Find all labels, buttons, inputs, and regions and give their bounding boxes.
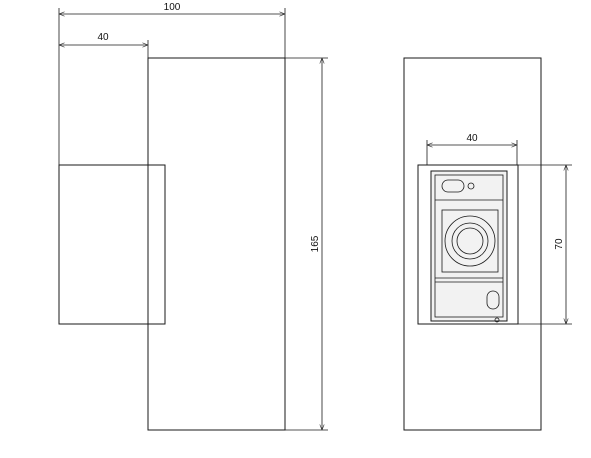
front-view: 40 70 — [403, 57, 572, 431]
call-button-icon — [486, 290, 500, 310]
dim-label-total-width: 100 — [164, 2, 181, 13]
camera-lens-outer — [444, 215, 496, 267]
dim-label-offset-width: 40 — [97, 32, 109, 43]
sensor-dot-icon — [467, 182, 475, 190]
module-protrusion — [58, 164, 166, 325]
dim-label-height: 165 — [310, 235, 321, 252]
dim-label-module-height: 70 — [554, 238, 565, 250]
module-frame — [417, 164, 519, 325]
housing-front — [403, 57, 542, 431]
camera-lens-inner — [456, 227, 484, 255]
faceplate-inner-border — [434, 174, 504, 318]
led-indicator-icon — [441, 179, 465, 193]
housing-body — [147, 57, 286, 431]
side-view: 100 40 165 — [58, 2, 328, 431]
camera-lens-icon — [451, 222, 489, 260]
camera-housing — [441, 209, 499, 273]
screw-icon — [494, 317, 500, 323]
dim-label-module-width: 40 — [466, 133, 478, 144]
